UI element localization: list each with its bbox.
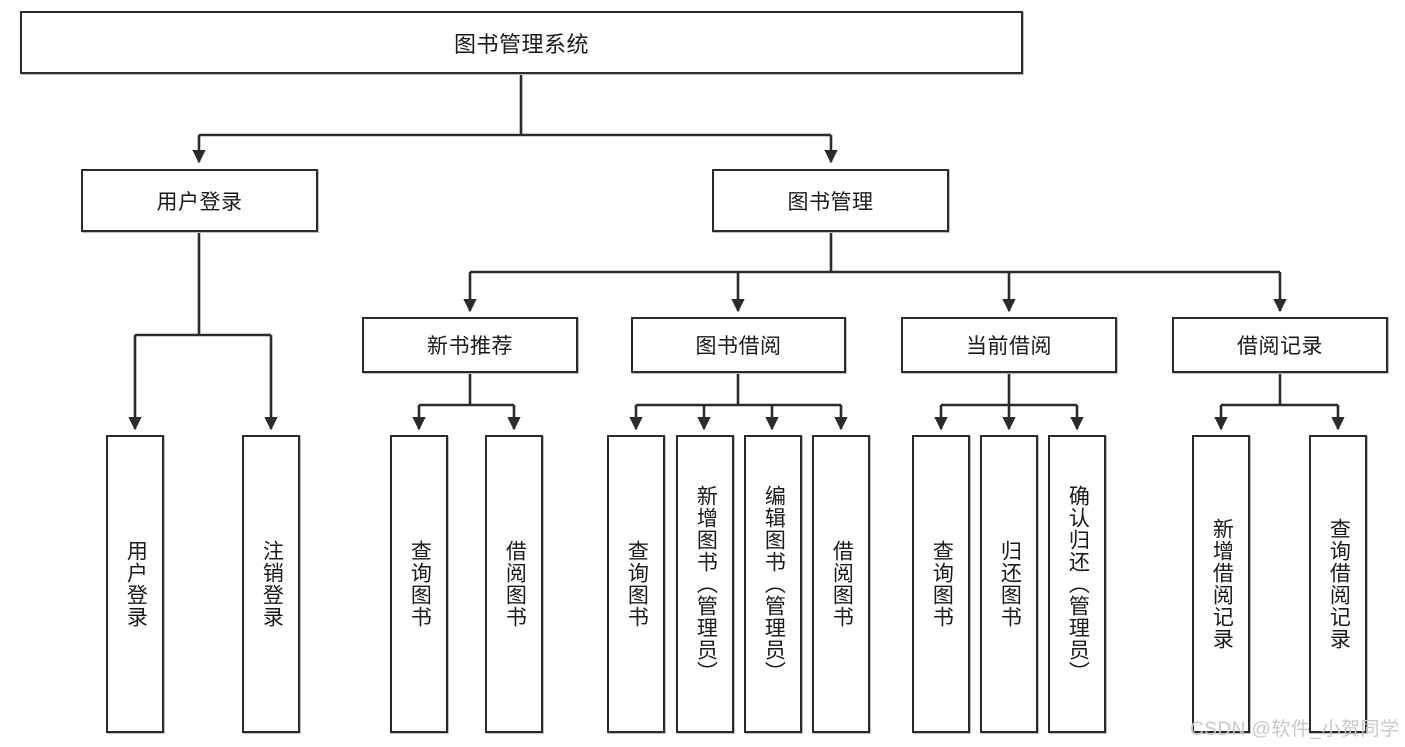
leaf-add-book-admin[interactable]: 新增图书（管理员） xyxy=(676,435,734,733)
node-user-login[interactable]: 用户登录 xyxy=(81,169,318,232)
leaf-edit-book-admin[interactable]: 编辑图书（管理员） xyxy=(744,435,802,733)
watermark-credit: CSDN @软件_小贺同学 xyxy=(1190,719,1400,740)
leaf-user-login[interactable]: 用户登录 xyxy=(106,435,164,733)
node-book-management[interactable]: 图书管理 xyxy=(712,169,949,232)
node-root-book-management-system[interactable]: 图书管理系统 xyxy=(20,11,1023,74)
leaf-logout-login[interactable]: 注销登录 xyxy=(242,435,300,733)
leaf-borrow-book-borrow[interactable]: 借阅图书 xyxy=(812,435,870,733)
node-current-borrow[interactable]: 当前借阅 xyxy=(901,317,1117,373)
leaf-query-book-new-recommend[interactable]: 查询图书 xyxy=(390,435,448,733)
leaf-query-book-current[interactable]: 查询图书 xyxy=(912,435,970,733)
node-book-borrow[interactable]: 图书借阅 xyxy=(631,317,846,373)
leaf-query-book-borrow[interactable]: 查询图书 xyxy=(607,435,665,733)
node-new-book-recommend[interactable]: 新书推荐 xyxy=(362,317,578,373)
leaf-borrow-book-new-recommend[interactable]: 借阅图书 xyxy=(485,435,543,733)
leaf-return-book[interactable]: 归还图书 xyxy=(980,435,1038,733)
leaf-query-borrow-record[interactable]: 查询借阅记录 xyxy=(1309,435,1367,733)
leaf-confirm-return-admin[interactable]: 确认归还（管理员） xyxy=(1048,435,1106,733)
leaf-add-borrow-record[interactable]: 新增借阅记录 xyxy=(1192,435,1250,733)
node-borrow-record[interactable]: 借阅记录 xyxy=(1172,317,1388,373)
